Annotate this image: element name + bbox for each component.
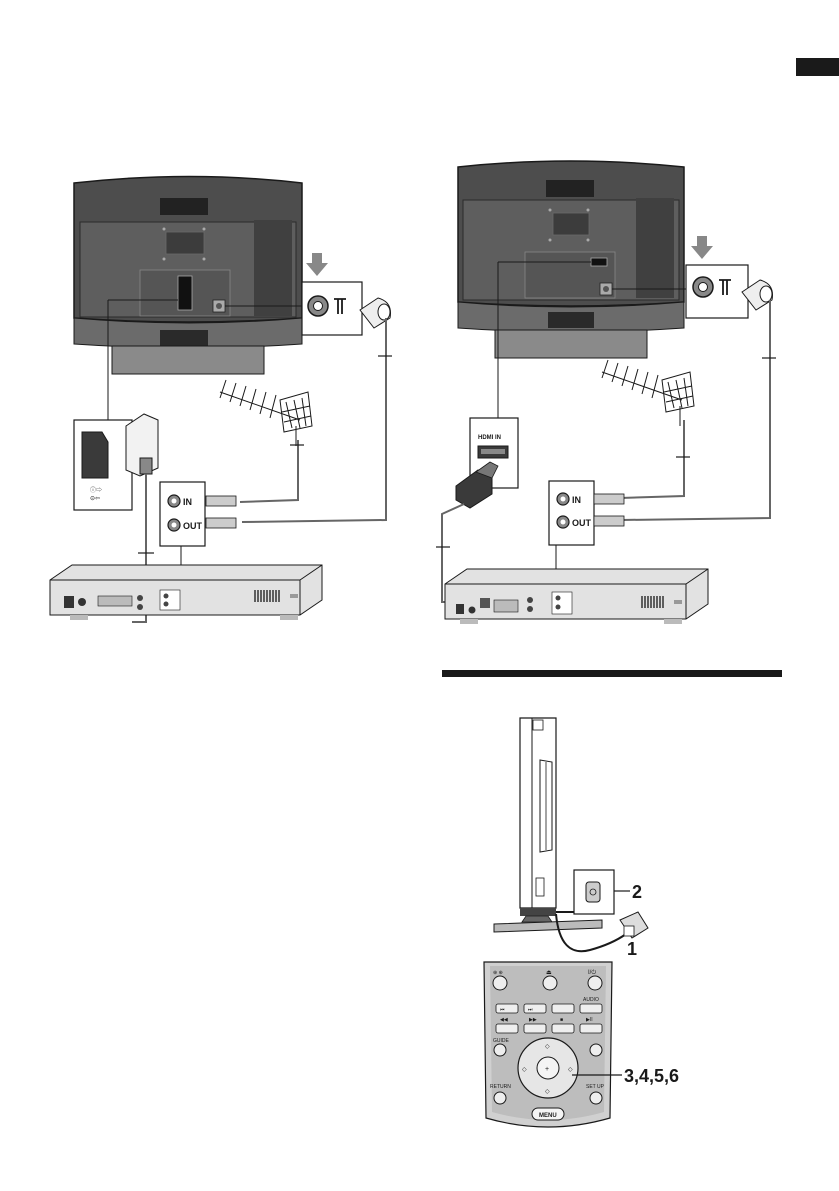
power-icon: I/⏻: [588, 969, 596, 976]
wall-aerial-plug: [359, 297, 391, 329]
tv-back-right: [457, 160, 685, 359]
svg-text:+: +: [545, 1066, 549, 1073]
setup-label: SET UP: [586, 1084, 605, 1090]
svg-text:⏮: ⏮: [500, 1007, 505, 1013]
port-out-label: OUT: [572, 518, 592, 528]
port-out-label: OUT: [183, 521, 203, 531]
menu-label: MENU: [539, 1113, 557, 1119]
scart-socket-callout: ⓘ⇨ ⊝⇦: [73, 419, 133, 511]
port-in-label: IN: [183, 497, 192, 507]
aerial-in-out-callout: IN OUT: [548, 480, 595, 546]
wall-aerial-plug: [741, 279, 773, 311]
guide-label: GUIDE: [493, 1038, 510, 1044]
svg-text:◇: ◇: [545, 1044, 550, 1050]
aerial-socket-callout: [301, 281, 363, 336]
callout-2: 2: [632, 882, 642, 902]
down-arrow-icon: [306, 253, 328, 276]
mains-plug: 1: [555, 911, 649, 959]
callout-1: 1: [627, 939, 637, 959]
aerial-socket-callout: [685, 264, 749, 319]
svg-text:◇: ◇: [522, 1067, 527, 1073]
recorder-device-left: [49, 564, 323, 620]
aerial-in-out-callout: IN OUT: [159, 481, 206, 547]
power-icon: [589, 888, 597, 896]
page-tab-marker: [796, 58, 839, 76]
tv-side-view: [493, 717, 603, 933]
diagram-scart-connection: ⓘ⇨ ⊝⇦ IN OUT: [49, 175, 392, 623]
recorder-device-right: [444, 568, 709, 624]
hdmi-plug: [455, 461, 499, 509]
roof-aerial-icon: [601, 359, 695, 426]
audio-label: AUDIO: [583, 997, 599, 1003]
tv-back-left: [73, 175, 303, 375]
svg-text:⊕ ⊕: ⊕ ⊕: [493, 970, 503, 976]
scart-plug: [125, 413, 159, 477]
port-in-label: IN: [572, 495, 581, 505]
callout-remote: 3,4,5,6: [624, 1066, 679, 1086]
svg-text:⏭: ⏭: [528, 1007, 533, 1013]
enter-button: [536, 1056, 560, 1080]
svg-text:◀◀: ◀◀: [500, 1017, 508, 1023]
svg-text:◇: ◇: [568, 1067, 573, 1073]
remote-control: ⊕ ⊕ ⏏ I/⏻ ⏮ ⏭ AUDIO ◀◀ ▶▶ ■ ▶II GUIDE: [483, 961, 679, 1128]
roof-aerial-icon: [219, 379, 313, 446]
svg-text:ⓘ⇨: ⓘ⇨: [90, 486, 102, 494]
svg-text:▶▶: ▶▶: [529, 1017, 537, 1023]
svg-text:■: ■: [560, 1017, 563, 1023]
svg-text:⊝⇦: ⊝⇦: [90, 496, 100, 502]
hdmi-port-label: HDMI IN: [478, 435, 501, 441]
svg-text:◇: ◇: [545, 1089, 550, 1095]
down-arrow-icon: [691, 236, 713, 259]
eject-icon: ⏏: [546, 970, 552, 976]
return-label: RETURN: [490, 1084, 511, 1090]
svg-text:▶II: ▶II: [586, 1017, 593, 1023]
diagram-hdmi-connection: HDMI IN IN OUT: [436, 160, 776, 624]
section-divider-rule: [442, 670, 782, 677]
power-button-callout: 2: [573, 869, 642, 915]
